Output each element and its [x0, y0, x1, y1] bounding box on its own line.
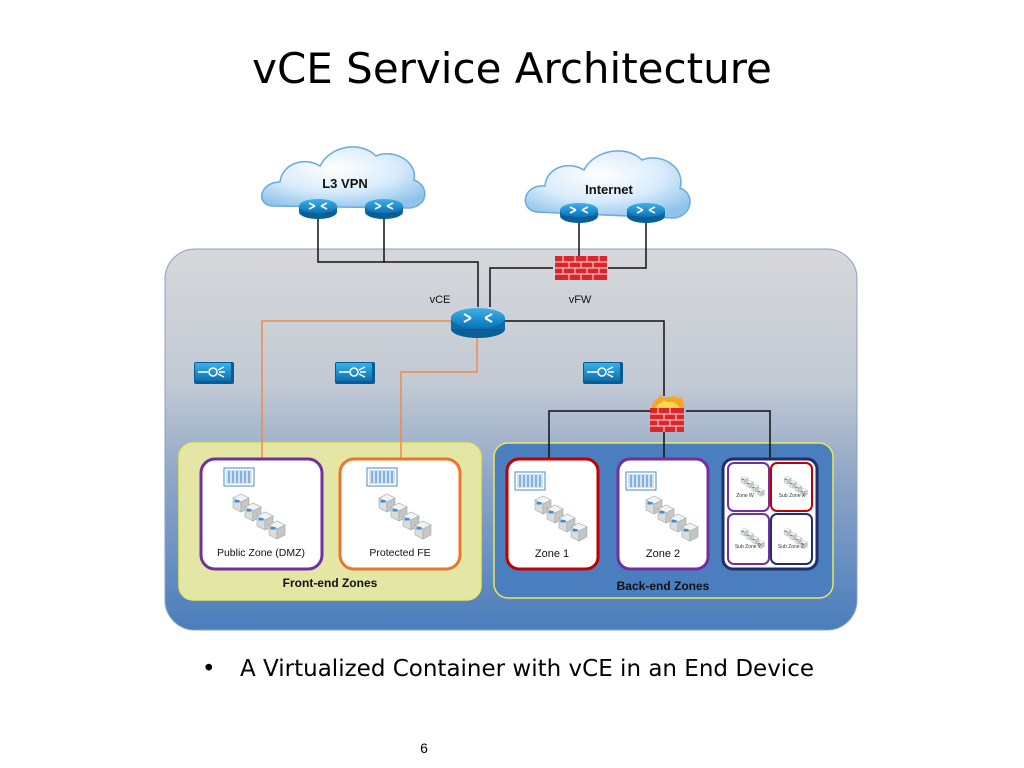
protected-fe-label: Protected FE — [369, 547, 430, 559]
subzone-y-label: Sub Zone Y — [735, 544, 762, 550]
l3vpn-router-icon — [298, 198, 338, 220]
l3vpn-cloud — [261, 146, 426, 209]
page-number: 6 — [420, 740, 428, 756]
bullet-text: A Virtualized Container with vCE in an E… — [240, 656, 814, 682]
zone-w-label: Zone W — [736, 493, 754, 499]
public-zone-label: Public Zone (DMZ) — [217, 547, 305, 559]
frontend-switch-icon — [193, 361, 235, 385]
internet-router-icon — [559, 202, 599, 224]
server-icon — [514, 471, 546, 491]
bullet-item: • A Virtualized Container with vCE in an … — [202, 656, 814, 682]
vce-router-icon — [451, 308, 505, 338]
backend-firewall-icon — [650, 394, 684, 432]
subzone-z-label: Sub Zone Z — [778, 544, 804, 550]
internet-router-icon — [626, 202, 666, 224]
frontend-links — [261, 320, 478, 458]
subzone-x-label: Sub Zone X — [779, 493, 806, 499]
zone1-label: Zone 1 — [535, 548, 569, 560]
vfw-firewall-icon — [554, 255, 608, 281]
zone2-label: Zone 2 — [646, 548, 680, 560]
network-links — [317, 217, 771, 458]
server-icon — [366, 467, 398, 487]
slide-title: vCE Service Architecture — [252, 44, 772, 93]
internet-cloud — [524, 150, 691, 219]
frontend-switch-icon — [334, 361, 376, 385]
server-icon — [223, 467, 255, 487]
vce-label: vCE — [430, 294, 451, 306]
backend-switch-icon — [582, 361, 624, 385]
l3vpn-router-icon — [364, 198, 404, 220]
back-end-zones-label: Back-end Zones — [617, 579, 710, 593]
internet-label: Internet — [585, 182, 633, 197]
bullet-dot: • — [202, 656, 216, 682]
server-icon — [625, 471, 657, 491]
vfw-label: vFW — [569, 294, 592, 306]
l3vpn-label: L3 VPN — [322, 176, 368, 191]
front-end-zones-label: Front-end Zones — [283, 576, 378, 590]
